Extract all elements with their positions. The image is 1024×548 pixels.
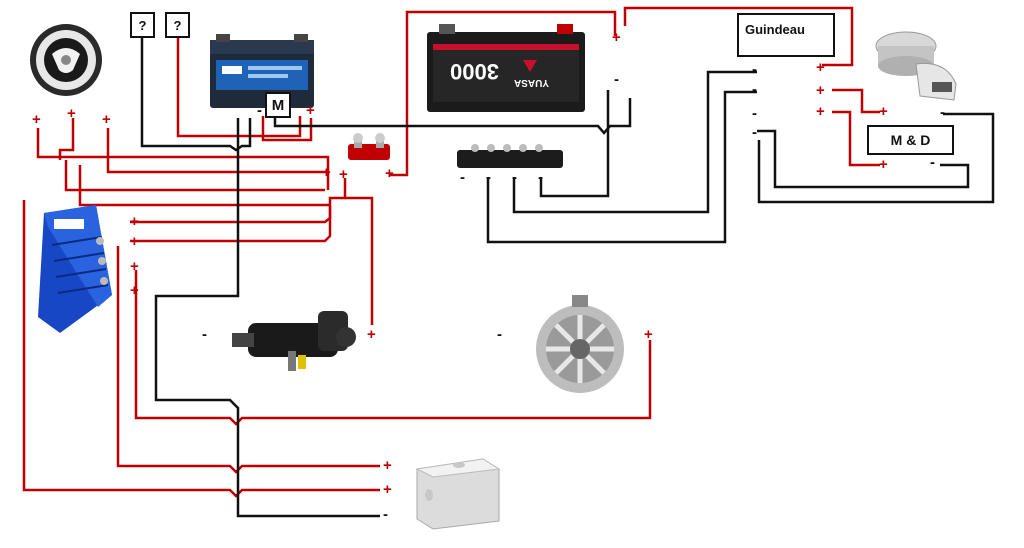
up-down-label: M & D [890, 132, 931, 148]
windlass-label: Guindeau [745, 22, 805, 37]
positive-wires [22, 6, 880, 498]
plus-label: + [322, 164, 331, 181]
minus-label: - [257, 102, 262, 119]
minus-label: - [383, 506, 388, 523]
minus-label: - [940, 104, 945, 121]
unknown-box-2: ? [165, 12, 190, 38]
plus-label: + [130, 213, 139, 230]
plus-label: + [130, 258, 139, 275]
plus-label: + [612, 29, 621, 46]
alternator [528, 293, 628, 403]
minus-label: - [930, 154, 935, 171]
minus-label: - [460, 169, 465, 186]
junction-box [413, 455, 501, 530]
starter-marker-label: M [271, 96, 285, 114]
starter-motor [228, 297, 366, 379]
windlass-motor [866, 24, 960, 106]
truck-battery-icon: 3000 YUASA [427, 24, 585, 112]
unknown-label-2: ? [173, 17, 182, 33]
negative-wires [140, 20, 995, 518]
plus-label: + [367, 326, 376, 343]
starter-motor-icon [232, 311, 356, 371]
plus-label: + [383, 481, 392, 498]
plus-label: + [383, 457, 392, 474]
battery-switch [28, 22, 104, 98]
plus-label: + [385, 165, 394, 182]
unknown-label-1: ? [138, 17, 147, 33]
car-battery-icon [210, 34, 314, 108]
plus-label: + [130, 233, 139, 250]
unknown-box-1: ? [130, 12, 155, 38]
positive-stud [346, 132, 394, 168]
starter-battery [208, 30, 316, 110]
plus-label: + [816, 59, 825, 76]
anchor-windlass-icon [875, 31, 957, 101]
battery-isolator [32, 205, 120, 335]
plus-label: + [339, 166, 348, 183]
windlass-box: Guindeau [737, 13, 835, 57]
plus-label: + [816, 103, 825, 120]
minus-label: - [752, 81, 757, 98]
minus-label: - [538, 169, 543, 186]
bus-bar-icon [457, 144, 563, 168]
minus-label: - [497, 326, 502, 343]
plus-label: + [130, 282, 139, 299]
charge-splitter-icon [38, 205, 112, 333]
power-post-icon [348, 133, 390, 160]
minus-label: - [752, 61, 757, 78]
alternator-icon [536, 295, 624, 393]
negative-busbar [455, 136, 565, 174]
plus-label: + [32, 111, 41, 128]
battery-selector-switch-icon [30, 24, 102, 96]
junction-box-icon [415, 458, 501, 530]
minus-label: - [752, 124, 757, 141]
plus-label: + [879, 103, 888, 120]
plus-label: + [644, 326, 653, 343]
plus-label: + [816, 82, 825, 99]
plus-label: + [102, 111, 111, 128]
starter-battery-marker: M [265, 92, 291, 118]
minus-label: - [486, 169, 491, 186]
minus-label: - [202, 326, 207, 343]
plus-label: + [306, 102, 315, 119]
service-battery-model: 3000 [450, 59, 499, 84]
plus-label: + [879, 156, 888, 173]
up-down-box: M & D [867, 125, 954, 155]
service-battery: 3000 YUASA [425, 22, 587, 114]
plus-label: + [67, 105, 76, 122]
minus-label: - [752, 105, 757, 122]
minus-label: - [512, 169, 517, 186]
minus-label: - [614, 71, 619, 88]
service-battery-brand: YUASA [514, 77, 549, 88]
